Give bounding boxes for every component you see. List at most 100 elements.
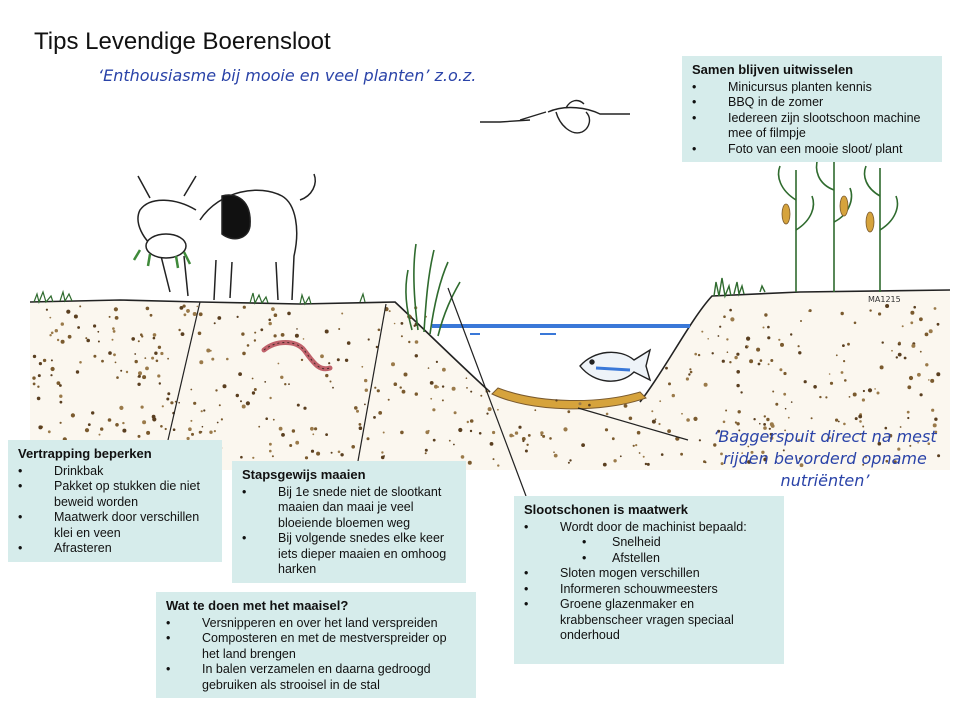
soil-dot (747, 445, 750, 448)
soil-dot (192, 312, 197, 316)
box-vertrapping-beperken: Vertrapping beperken Drinkbak Pakket op … (8, 440, 222, 562)
soil-dot (717, 335, 720, 337)
soil-dot (141, 335, 144, 338)
soil-dot (54, 329, 58, 333)
soil-dot (211, 357, 215, 361)
soil-dot (729, 361, 732, 364)
soil-dot (667, 429, 671, 433)
soil-dot (303, 406, 307, 410)
soil-dots (32, 304, 941, 468)
soil-dot (651, 419, 656, 424)
soil-dot (346, 341, 351, 345)
soil-dot (199, 360, 204, 365)
soil-dot (312, 433, 315, 436)
soil-dot (703, 460, 706, 463)
soil-dot (885, 459, 889, 463)
baggerspuit-note: ‘Baggerspuit direct na mest rijden bevor… (713, 427, 937, 490)
soil-dot (114, 361, 117, 364)
soil-dot (736, 352, 740, 356)
soil-dot (930, 378, 935, 383)
soil-dot (328, 362, 331, 365)
soil-dot (213, 430, 216, 433)
soil-dot (383, 455, 385, 457)
soil-dot (859, 433, 862, 435)
soil-dot (112, 330, 116, 333)
soil-dot (50, 331, 54, 335)
soil-dot (852, 392, 857, 397)
soil-dot (191, 432, 194, 436)
soil-dot (201, 425, 204, 428)
list-item: Pakket op stukken die niet beweid worden (18, 479, 212, 510)
soil-dot (296, 403, 300, 407)
soil-dot (377, 328, 381, 332)
soil-dot (767, 325, 770, 329)
soil-dot (569, 459, 572, 462)
soil-dot (113, 353, 116, 357)
soil-dot (524, 449, 528, 453)
soil-dot (837, 420, 840, 423)
left-bank-grass (33, 289, 366, 306)
soil-dot (534, 409, 537, 412)
soil-dot (122, 428, 127, 433)
soil-dot (376, 389, 380, 393)
soil-dot (167, 392, 171, 396)
soil-dot (154, 351, 158, 355)
soil-dot (174, 400, 177, 403)
page-title: Tips Levendige Boerensloot (34, 28, 331, 55)
soil-dot (253, 339, 257, 342)
soil-dot (152, 336, 156, 340)
soil-dot (881, 341, 884, 344)
soil-dot (193, 401, 197, 405)
soil-dot (287, 311, 291, 316)
soil-dot (901, 325, 904, 328)
soil-dot (183, 313, 187, 317)
soil-dot (578, 402, 582, 406)
soil-dot (726, 338, 729, 341)
soil-dot (56, 338, 60, 342)
soil-dot (240, 455, 243, 459)
soil-dot (453, 411, 457, 415)
soil-dot (874, 388, 876, 390)
soil-dot (717, 429, 721, 433)
soil-dot (780, 342, 784, 347)
soil-dot (931, 408, 935, 412)
soil-dot (340, 453, 344, 457)
soil-dot (623, 404, 628, 408)
bullet-list: Bij 1e snede niet de slootkant maaien da… (242, 485, 456, 578)
soil-dot (917, 372, 921, 377)
soil-dot (790, 333, 793, 336)
soil-dot (151, 356, 155, 360)
soil-dot (689, 368, 692, 371)
soil-dot (413, 324, 416, 327)
sub-list-item: Snelheid (524, 535, 774, 551)
soil-dot (492, 458, 495, 461)
soil-dot (254, 331, 257, 334)
soil-dot (711, 352, 714, 355)
soil-dot (186, 309, 190, 313)
soil-dot (356, 409, 359, 413)
sub-list-item: Afstellen (524, 551, 774, 567)
soil-dot (885, 304, 890, 308)
soil-dot (567, 461, 570, 464)
soil-dot (768, 427, 771, 430)
soil-dot (919, 350, 922, 353)
soil-dot (778, 338, 781, 341)
soil-dot (741, 452, 744, 454)
soil-dot (453, 443, 455, 446)
soil-dot (602, 462, 607, 467)
soil-dot (567, 410, 571, 414)
soil-dot (919, 393, 923, 397)
soil-dot (588, 403, 591, 407)
grass-in-cow-mouth (132, 249, 192, 269)
soil-dot (288, 383, 290, 385)
soil-dot (693, 416, 698, 421)
soil-dot (145, 306, 150, 311)
soil-dot (112, 327, 115, 330)
soil-dot (723, 315, 726, 319)
soil-dot (906, 410, 910, 414)
soil-dot (59, 421, 62, 424)
soil-dot (563, 427, 568, 432)
soil-dot (158, 382, 161, 385)
soil-dot (337, 450, 341, 454)
soil-dot (59, 400, 63, 404)
